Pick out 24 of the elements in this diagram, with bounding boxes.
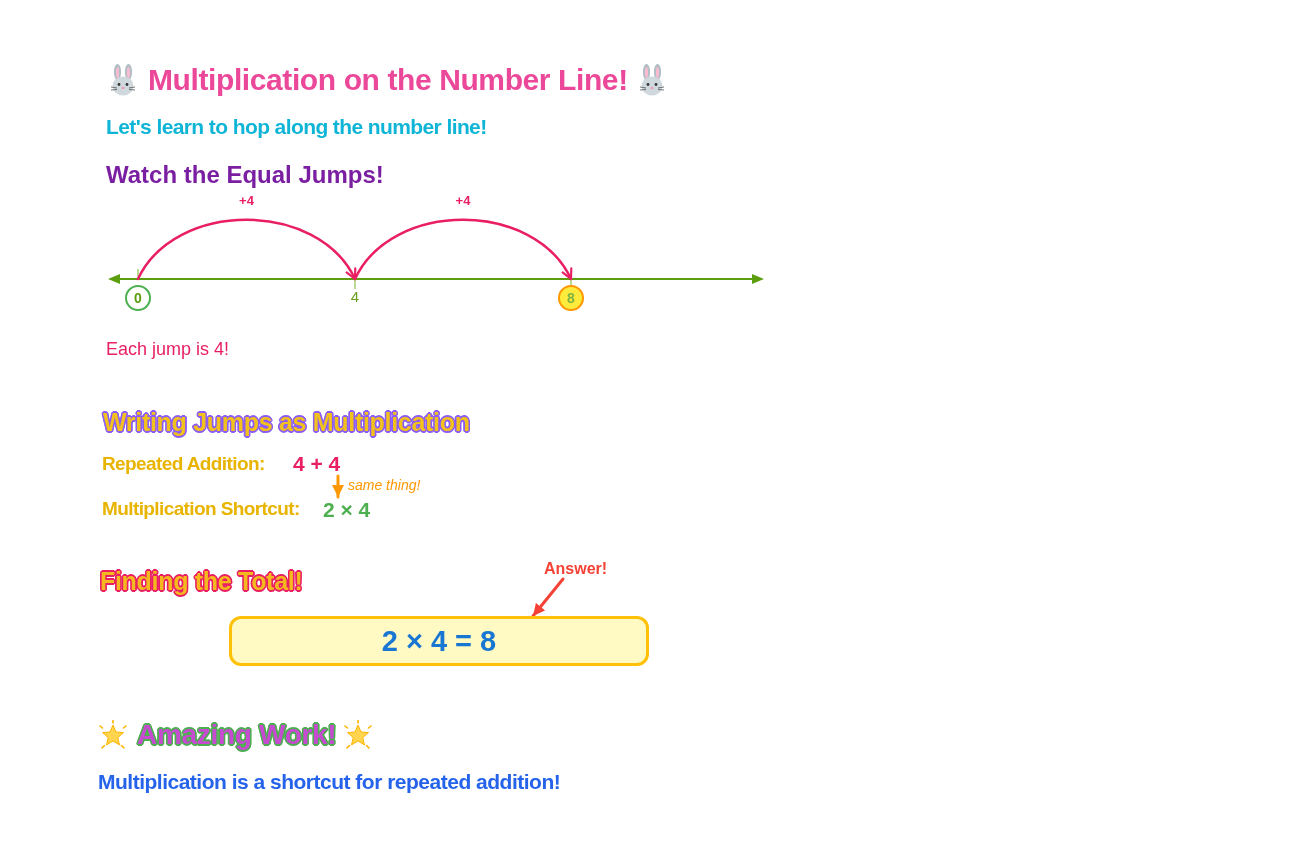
edge-label: +4 [239,193,254,209]
title: Multiplication on the Number Line! [148,62,628,98]
callout-text: Answer! [544,559,608,579]
summary-text: Multiplication is a shortcut for repeated addition! [98,769,561,795]
note-text: Each jump is 4! [106,338,230,361]
number-circle: 8 [558,285,584,311]
number-label: 4 [350,287,360,307]
jump-arrow [353,218,573,281]
answer-panel: 2 × 4 = 8 [229,616,649,666]
arrow [332,474,344,499]
section-heading: Amazing Work! [137,719,337,751]
number-circle: 0 [125,285,151,311]
expression: 2 × 4 [323,497,371,522]
edge-label: +4 [455,193,471,209]
section-heading: Writing Jumps as Multiplication [103,407,470,437]
jump-arrow [136,218,357,281]
arrow [531,577,565,618]
section-heading: Watch the Equal Jumps! [106,160,384,190]
edge-label: same thing! [348,475,421,494]
expression: 4 + 4 [293,451,341,476]
row-label: Multiplication Shortcut: [102,497,300,521]
section-heading: Finding the Total! [100,566,303,596]
row-label: Repeated Addition: [102,452,265,476]
subtitle: Let's learn to hop along the number line! [106,114,487,140]
